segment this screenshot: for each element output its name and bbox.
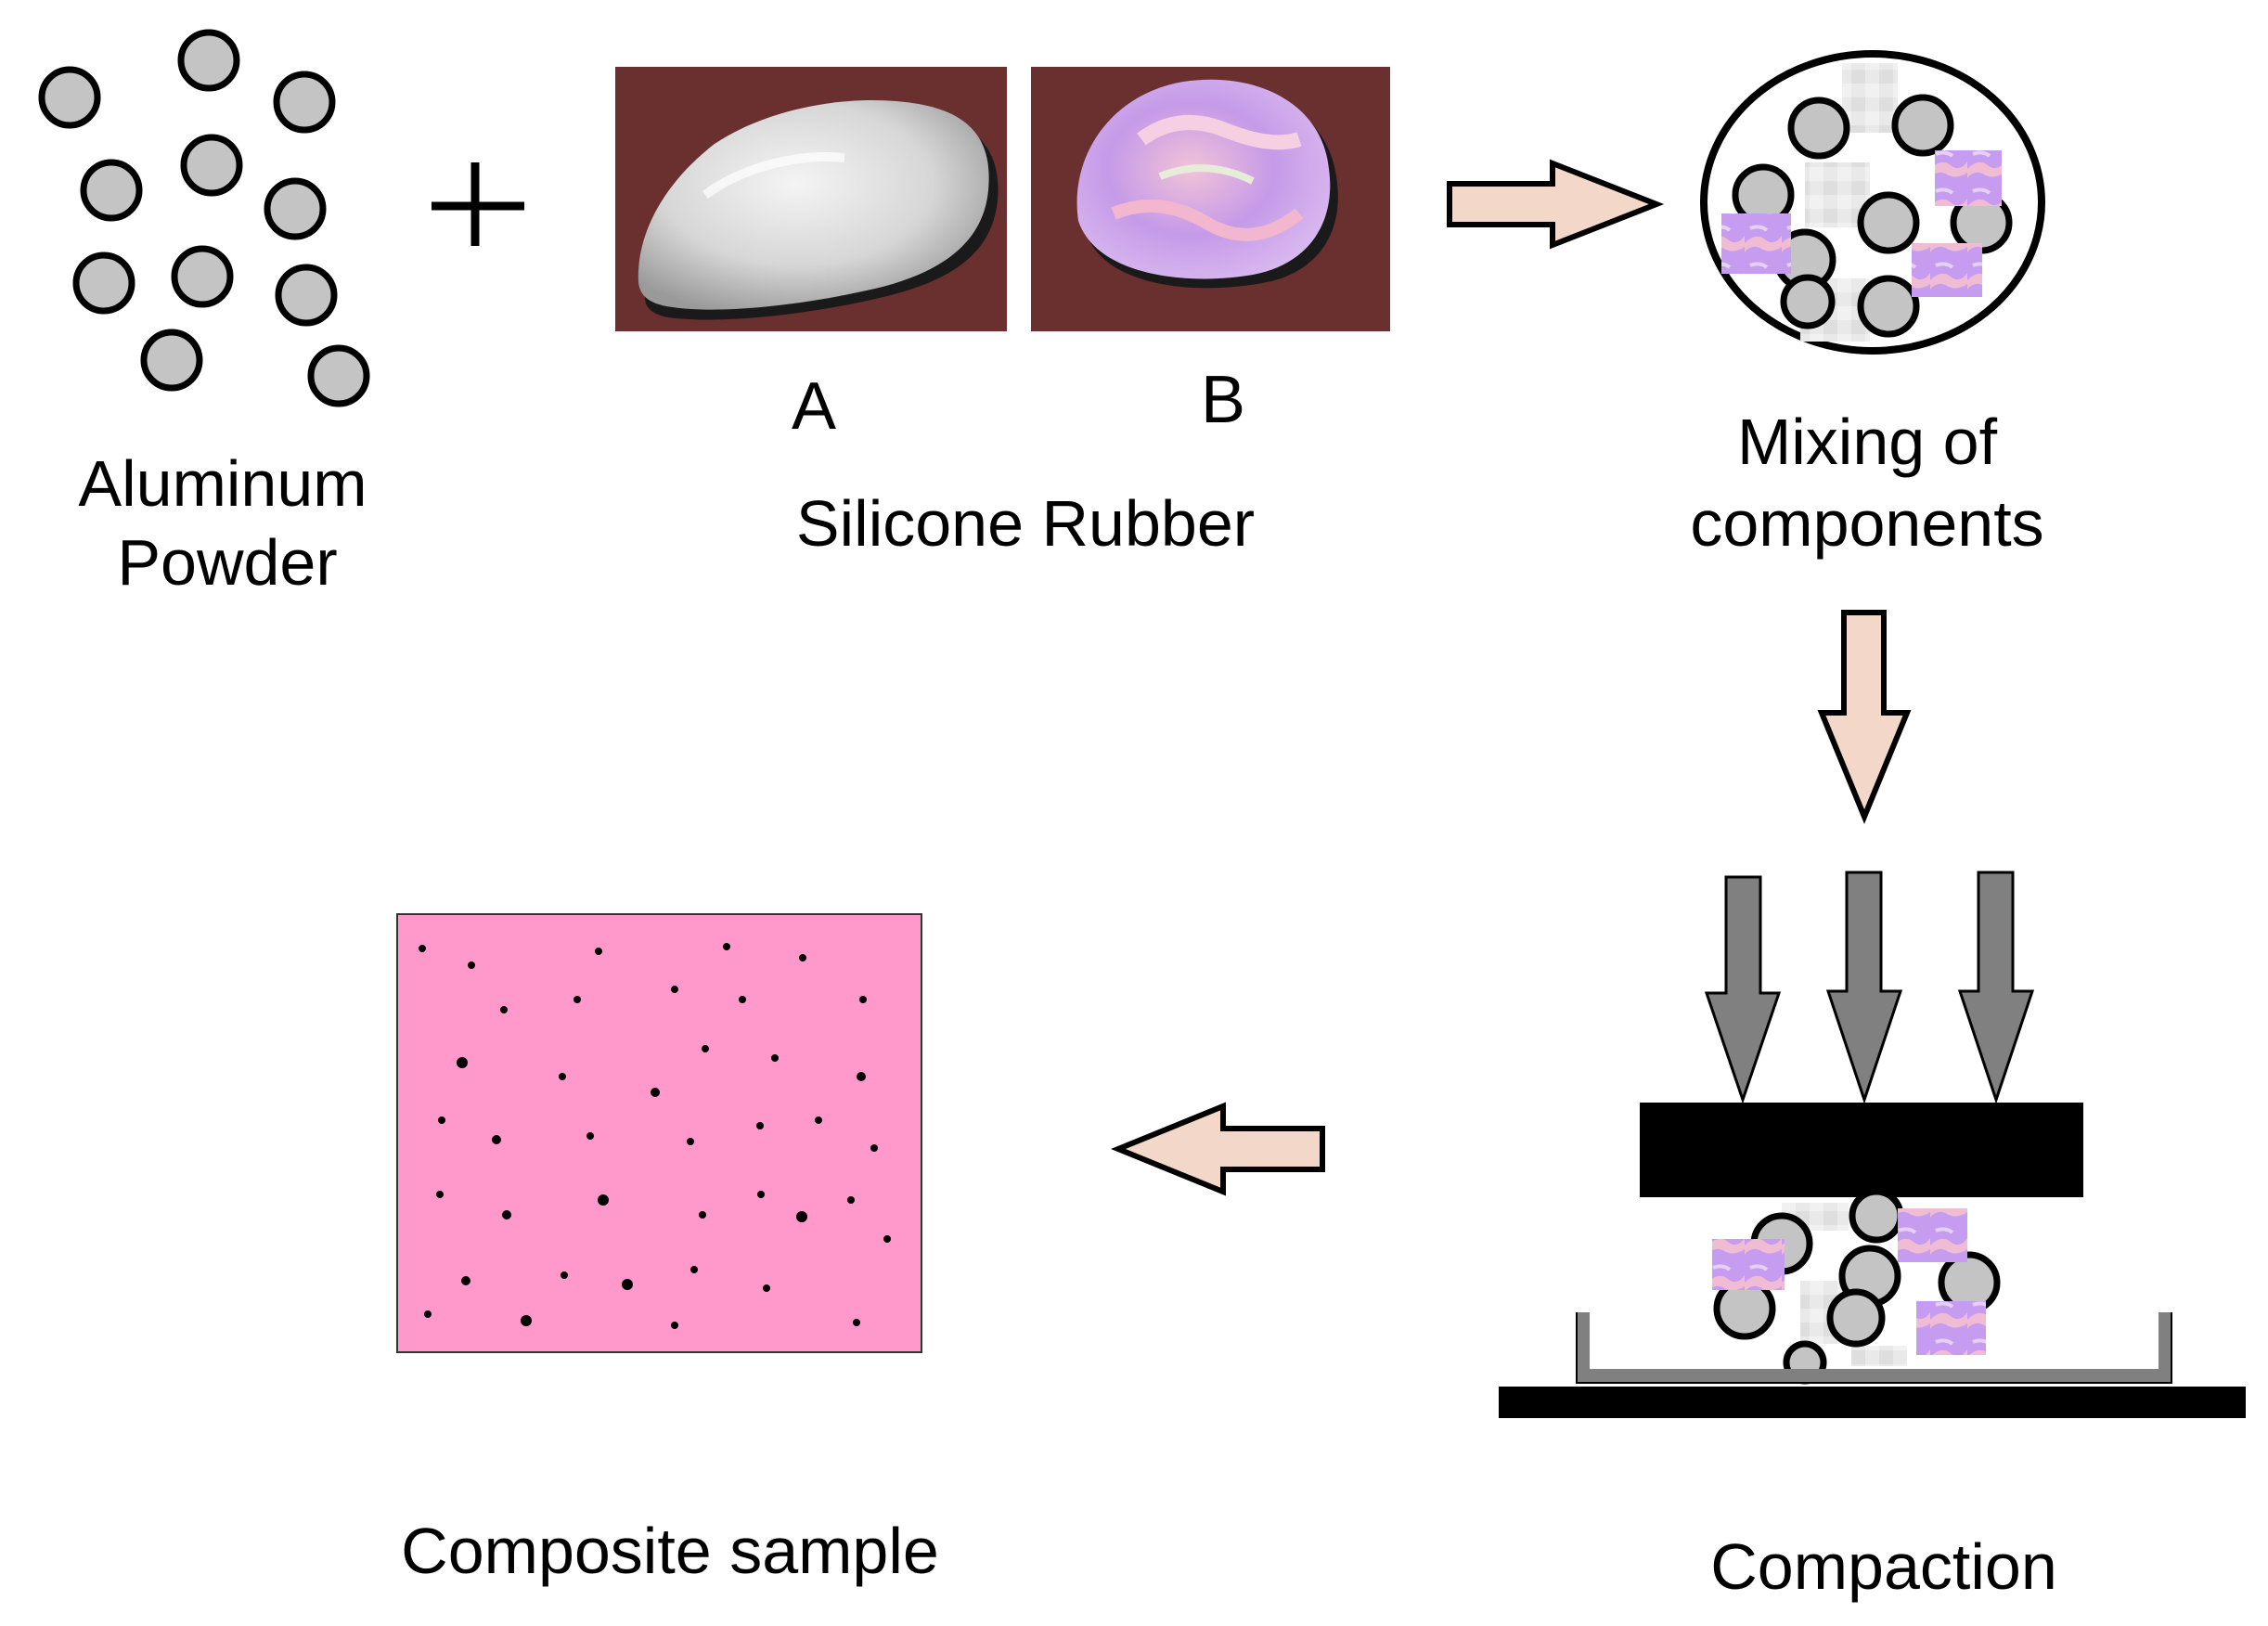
aluminum-particle (307, 344, 370, 407)
press-arrow-icon (1957, 871, 2035, 1104)
press-arrows (1704, 871, 2035, 1104)
silicone-rubber-a-image (615, 67, 1007, 331)
arrow-left-icon (1111, 1102, 1325, 1196)
rubber-b-label: B (1201, 363, 1245, 437)
composite-sample-label: Composite sample (401, 1515, 939, 1587)
compaction-label: Compaction (1710, 1530, 2057, 1603)
aluminum-particle (177, 29, 240, 92)
aluminum-particle (140, 329, 203, 392)
mixing-circle (1700, 50, 2045, 355)
aluminum-particle (275, 264, 338, 327)
aluminum-particle (72, 252, 135, 315)
silicone-rubber-b-image (1031, 67, 1390, 331)
mixing-label-line2: components (1690, 487, 2043, 560)
mixing-label-line1: Mixing of (1737, 406, 1998, 478)
rubber-a-label: A (792, 369, 836, 444)
aluminum-particle (171, 245, 234, 308)
arrow-down-icon (1817, 610, 1912, 824)
aluminum-particle (264, 177, 327, 240)
arrow-right-icon (1447, 159, 1665, 250)
composite-sample-block (396, 913, 922, 1353)
aluminum-particle (180, 134, 243, 197)
silicone-rubber-label: Silicone Rubber (796, 487, 1255, 560)
compacted-mixture (1712, 1188, 2001, 1385)
aluminum-particle (38, 66, 101, 129)
press-arrow-icon (1825, 871, 1903, 1104)
plus-icon (432, 162, 524, 246)
aluminum-label-line2: Powder (117, 526, 337, 599)
press-arrow-icon (1704, 875, 1782, 1104)
aluminum-particle (273, 71, 336, 134)
aluminum-label-line1: Aluminum (78, 447, 367, 520)
press-top-plate (1640, 1103, 2083, 1197)
aluminum-particle (80, 159, 143, 222)
aluminum-powder-particles (38, 29, 370, 407)
press-base-plate (1499, 1387, 2246, 1418)
mold-tray (1577, 1312, 2171, 1382)
